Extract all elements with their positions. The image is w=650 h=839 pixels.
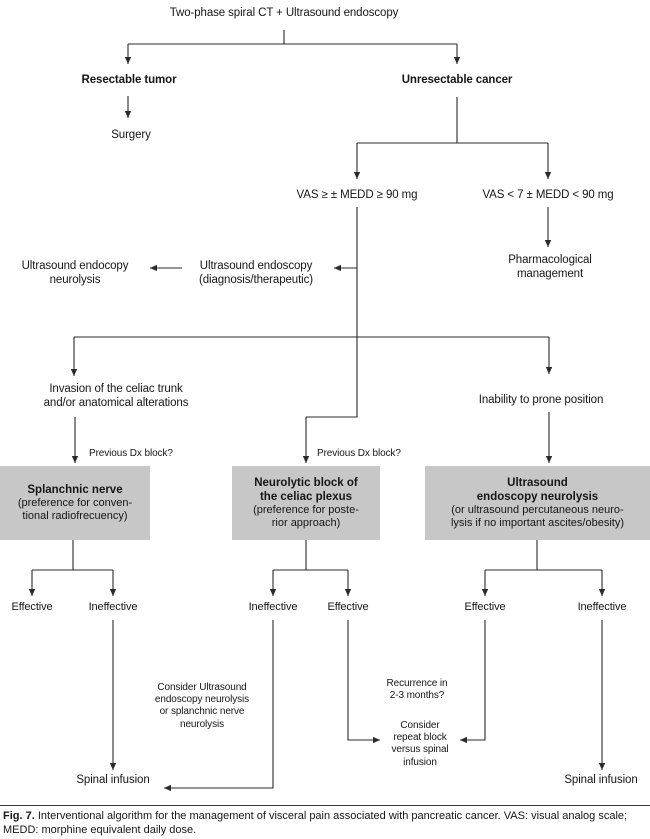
node-unresectable-cancer: Unresectable cancer	[401, 74, 513, 86]
node-ultrasound-endoscopy-diagnostic: Ultrasound endoscopy (diagnosis/therapeu…	[198, 260, 314, 287]
node-surgery: Surgery	[111, 129, 151, 141]
box-neurolytic-title: Neurolytic block of the celiac plexus	[254, 476, 358, 503]
node-inability-prone-position: Inability to prone position	[478, 394, 604, 406]
connector-group	[28, 30, 606, 792]
node-pharmacological-management: Pharmacological management	[508, 254, 592, 281]
box-neurolytic-subtitle: (preference for poste- rior approach)	[253, 503, 359, 530]
node-ultrasound-endoscopy-neurolysis: Ultrasound endocopy neurolysis	[21, 260, 129, 287]
label-previous-dx-block-mid: Previous Dx block?	[317, 448, 401, 459]
note-consider-ultrasound-neurolysis: Consider Ultrasound endoscopy neurolysis…	[154, 682, 250, 730]
figure-caption-label: Fig. 7.	[3, 810, 35, 822]
outcome-right-ineffective: Ineffective	[577, 601, 627, 613]
node-spinal-infusion-right: Spinal infusion	[564, 774, 638, 786]
node-two-phase-spiral-ct: Two-phase spiral CT + Ultrasound endosco…	[169, 7, 399, 19]
node-spinal-infusion-left: Spinal infusion	[76, 774, 150, 786]
outcome-mid-effective: Effective	[327, 601, 369, 613]
label-previous-dx-block-left: Previous Dx block?	[89, 448, 173, 459]
box-neurolytic-celiac-plexus: Neurolytic block of the celiac plexus (p…	[232, 466, 380, 540]
outcome-left-ineffective: Ineffective	[88, 601, 138, 613]
node-vas-high-medd: VAS ≥ ± MEDD ≥ 90 mg	[296, 189, 418, 201]
flow-connector-lines	[28, 30, 606, 792]
outcome-mid-ineffective: Ineffective	[248, 601, 298, 613]
node-resectable-tumor: Resectable tumor	[81, 74, 177, 86]
box-splanchnic-title: Splanchnic nerve	[27, 483, 123, 496]
note-recurrence-2-3-months: Recurrence in 2-3 months?	[386, 678, 448, 702]
figure-caption-text: Interventional algorithm for the managem…	[3, 810, 628, 837]
outcome-left-effective: Effective	[11, 601, 53, 613]
box-splanchnic-nerve: Splanchnic nerve (preference for conven-…	[0, 466, 150, 540]
box-ultrasound-neurolysis: Ultrasound endoscopy neurolysis (or ultr…	[425, 466, 650, 540]
node-invasion-celiac-trunk: Invasion of the celiac trunk and/or anat…	[43, 383, 189, 410]
node-vas-low-medd: VAS < 7 ± MEDD < 90 mg	[482, 189, 614, 201]
box-ultrasound-title: Ultrasound endoscopy neurolysis	[476, 476, 599, 503]
box-splanchnic-subtitle: (preference for conven- tional radiofrec…	[17, 496, 133, 522]
node-consider-repeat-block: Consider repeat block versus spinal infu…	[391, 720, 449, 768]
figure-caption: Fig. 7. Interventional algorithm for the…	[0, 805, 650, 838]
outcome-right-effective: Effective	[464, 601, 506, 613]
box-ultrasound-subtitle: (or ultrasound percutaneous neuro- lysis…	[450, 503, 624, 530]
